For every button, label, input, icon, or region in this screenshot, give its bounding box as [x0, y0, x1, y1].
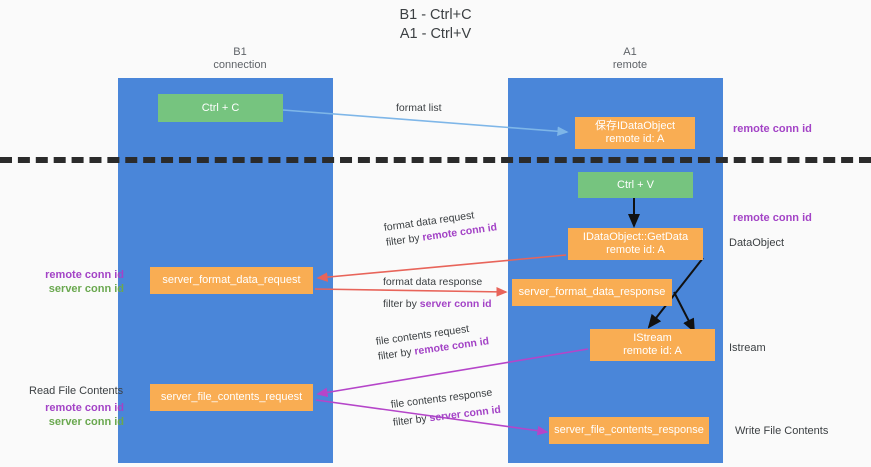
node-idataobject[interactable]: 保存IDataObject remote id: A — [575, 117, 695, 149]
lane-header-a1-name: A1 — [623, 46, 637, 58]
connector-getdata-istream — [647, 257, 704, 329]
node-istream[interactable]: IStream remote id: A — [590, 329, 715, 361]
edge-label-format-list-text: format list — [396, 102, 442, 114]
edge-label-format-data-response-filter: filter by server conn id — [383, 297, 492, 312]
node-ctrl-c-label: Ctrl + C — [201, 101, 240, 114]
annotation-left-remote-conn-id-2: remote conn id — [45, 402, 124, 414]
annotation-read-file-contents: Read File Contents — [29, 385, 124, 397]
filter-prefix: filter by — [392, 412, 431, 429]
node-idataobject-line1: 保存IDataObject — [594, 120, 676, 132]
annotation-left-remote-conn-id: remote conn id — [45, 269, 124, 281]
annotation-dataobject: DataObject — [729, 237, 785, 249]
annotation-left-conn-ids-bottom: remote conn id server conn id — [24, 401, 124, 429]
annotation-left-server-conn-id-2: server conn id — [48, 416, 124, 428]
filter-prefix: filter by — [385, 231, 424, 249]
filter-prefix: filter by — [383, 298, 420, 310]
security-boundary-divider — [0, 157, 871, 163]
lane-header-b1-role: connection — [213, 59, 267, 71]
diagram-title: B1 - Ctrl+C A1 - Ctrl+V — [0, 6, 871, 44]
filter-prefix: filter by — [377, 345, 416, 363]
connector-format-data-request — [316, 254, 567, 282]
lane-header-b1: B1 connection — [150, 46, 330, 72]
edge-label-format-list: format list — [396, 101, 442, 116]
connector-response-istream — [673, 291, 695, 333]
annotation-left-conn-ids-top: remote conn id server conn id — [24, 268, 124, 296]
title-line-2: A1 - Ctrl+V — [399, 26, 472, 42]
node-server-format-data-response-label: server_format_data_response — [518, 286, 666, 298]
node-server-file-contents-request-label: server_file_contents_request — [160, 391, 303, 403]
node-istream-line2: remote id: A — [623, 345, 682, 357]
edge-label-format-data-response-main: format data response — [383, 276, 483, 288]
node-server-file-contents-response-label: server_file_contents_response — [554, 424, 704, 436]
annotation-left-server-conn-id: server conn id — [48, 283, 124, 295]
connector-file-contents-response — [315, 399, 549, 436]
node-idataobject-line2: remote id: A — [605, 133, 665, 145]
filter-key-server-conn-id: server conn id — [419, 298, 492, 310]
node-ctrl-v[interactable]: Ctrl + V — [578, 172, 693, 198]
connector-format-list — [282, 109, 569, 137]
node-getdata[interactable]: IDataObject::GetData remote id: A — [568, 228, 703, 260]
node-ctrl-v-label: Ctrl + V — [617, 178, 654, 191]
lane-header-a1: A1 remote — [540, 46, 720, 72]
annotation-istream: Istream — [729, 342, 766, 354]
edge-label-format-data-response: format data response filter by server co… — [383, 275, 492, 312]
connector-file-contents-request — [316, 348, 589, 398]
node-server-format-data-request[interactable]: server_format_data_request — [150, 267, 313, 294]
node-server-format-data-response[interactable]: server_format_data_response — [512, 279, 672, 306]
node-getdata-line1: IDataObject::GetData — [582, 231, 689, 243]
annotation-remote-conn-id-top: remote conn id — [733, 123, 812, 135]
node-server-format-data-request-label: server_format_data_request — [162, 274, 301, 286]
node-istream-line1: IStream — [633, 332, 672, 344]
connector-format-data-response — [314, 287, 508, 297]
title-line-1: B1 - Ctrl+C — [399, 7, 472, 23]
lane-header-b1-name: B1 — [233, 46, 247, 58]
node-ctrl-c[interactable]: Ctrl + C — [158, 94, 283, 122]
annotation-remote-conn-id-mid: remote conn id — [733, 212, 812, 224]
annotation-write-file-contents: Write File Contents — [735, 425, 829, 437]
lane-header-a1-role: remote — [612, 59, 648, 71]
node-server-file-contents-response[interactable]: server_file_contents_response — [549, 417, 709, 444]
node-getdata-line2: remote id: A — [606, 244, 665, 256]
node-server-file-contents-request[interactable]: server_file_contents_request — [150, 384, 313, 411]
